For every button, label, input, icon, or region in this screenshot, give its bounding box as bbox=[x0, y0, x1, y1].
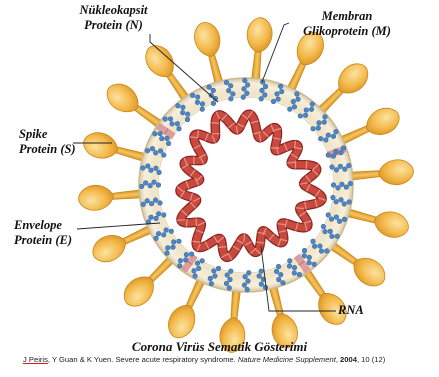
m-protein-bead bbox=[158, 200, 163, 205]
m-protein-bead bbox=[344, 185, 349, 190]
rna-coil-stripe bbox=[211, 123, 219, 124]
label-envelope-line1: Envelope bbox=[14, 218, 72, 233]
ref-year: 2004 bbox=[340, 355, 357, 364]
m-protein-bead bbox=[227, 285, 232, 290]
spike-protein bbox=[243, 17, 274, 83]
m-protein-bead bbox=[228, 269, 233, 274]
m-protein-bead bbox=[143, 180, 148, 185]
m-protein-bead bbox=[259, 96, 264, 101]
spike-head bbox=[377, 158, 414, 186]
m-protein-bead bbox=[346, 163, 351, 168]
label-membran-glikoprotein: Membran Glikoprotein (M) bbox=[292, 9, 402, 39]
caption-title: Corona Virüs Sematik Gösterimi bbox=[0, 339, 439, 355]
m-protein-bead bbox=[242, 78, 247, 83]
m-protein-bead bbox=[224, 281, 229, 286]
m-protein-bead bbox=[242, 86, 247, 91]
m-protein-bead bbox=[334, 167, 339, 172]
m-protein-bead bbox=[245, 287, 250, 292]
label-envelope-protein: Envelope Protein (E) bbox=[14, 218, 72, 248]
m-protein-bead bbox=[241, 95, 246, 100]
ref-authors-b: , Y Guan & K Yuen bbox=[48, 355, 111, 364]
spike-protein bbox=[81, 129, 149, 170]
spike-protein bbox=[78, 181, 144, 211]
m-protein-bead bbox=[156, 183, 161, 188]
m-protein-bead bbox=[331, 183, 336, 188]
label-spike-protein: Spike Protein (S) bbox=[19, 127, 76, 157]
m-protein-bead bbox=[152, 180, 157, 185]
m-protein-bead bbox=[225, 273, 230, 278]
m-protein-bead bbox=[141, 202, 146, 207]
ref-volume: , 10 (12) bbox=[357, 355, 385, 364]
label-nukleokapsit-protein: Nükleokapsit Protein (N) bbox=[66, 3, 161, 33]
label-nukleokapsit-line2: Protein (N) bbox=[66, 18, 161, 33]
m-protein-bead bbox=[145, 198, 150, 203]
m-protein-bead bbox=[148, 183, 153, 188]
ref-journal: Nature Medicine Supplement bbox=[238, 355, 336, 364]
label-membran-line2: Glikoprotein (M) bbox=[292, 24, 402, 39]
spike-stalk bbox=[111, 190, 143, 201]
spike-stalk bbox=[349, 170, 381, 181]
rna-coil-stripe bbox=[196, 218, 197, 226]
spike-head bbox=[81, 129, 121, 162]
ref-authors-a: J Peiris bbox=[23, 355, 48, 364]
m-protein-bead bbox=[139, 184, 144, 189]
spike-head bbox=[361, 103, 403, 140]
m-protein-bead bbox=[342, 167, 347, 172]
caption-reference: J Peiris, Y Guan & K Yuen. Severe acute … bbox=[23, 355, 385, 364]
spike-head bbox=[191, 19, 224, 59]
m-protein-bead bbox=[330, 165, 335, 170]
rna-coil-stripe bbox=[296, 208, 304, 209]
spike-head bbox=[88, 230, 130, 267]
spike-protein bbox=[191, 19, 231, 87]
m-protein-bead bbox=[335, 185, 340, 190]
m-protein-bead bbox=[245, 82, 250, 87]
m-protein-bead bbox=[243, 274, 248, 279]
label-rna: RNA bbox=[338, 303, 364, 318]
m-protein-bead bbox=[338, 164, 343, 169]
ref-text: . Severe acute respiratory syndrome. bbox=[111, 355, 238, 364]
spike-protein bbox=[343, 200, 411, 241]
spike-protein bbox=[349, 158, 415, 188]
spike-head bbox=[246, 17, 274, 54]
label-spike-line2: Protein (S) bbox=[19, 142, 76, 157]
rna-coil-stripe bbox=[186, 219, 187, 227]
rna-coil-stripe bbox=[177, 220, 185, 221]
label-spike-line1: Spike bbox=[19, 127, 76, 142]
rna-coil-stripe bbox=[306, 161, 307, 169]
m-protein-bead bbox=[259, 88, 264, 93]
m-protein-bead bbox=[153, 198, 158, 203]
label-envelope-line2: Protein (E) bbox=[14, 233, 72, 248]
m-protein-bead bbox=[242, 283, 247, 288]
m-protein-bead bbox=[244, 91, 249, 96]
m-protein-bead bbox=[149, 201, 154, 206]
spike-stalk bbox=[251, 50, 262, 82]
spike-stalk bbox=[230, 288, 241, 320]
spike-head bbox=[371, 208, 411, 241]
label-membran-line1: Membran bbox=[292, 9, 402, 24]
m-protein-bead bbox=[246, 270, 251, 275]
m-protein-bead bbox=[245, 279, 250, 284]
spike-head bbox=[78, 184, 115, 212]
spike-head bbox=[163, 300, 200, 342]
m-protein-bead bbox=[263, 84, 268, 89]
m-protein-bead bbox=[348, 181, 353, 186]
label-nukleokapsit-line1: Nükleokapsit bbox=[66, 3, 161, 18]
m-protein-bead bbox=[262, 92, 267, 97]
m-protein-bead bbox=[339, 182, 344, 187]
m-protein-bead bbox=[228, 277, 233, 282]
